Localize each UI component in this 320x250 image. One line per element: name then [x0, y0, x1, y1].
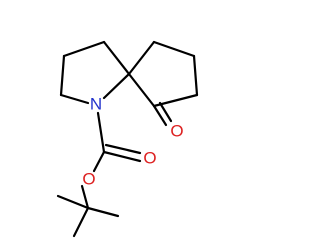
bond-n-carbamate-c	[96, 111, 106, 154]
bond-ring-a3-n	[59, 93, 90, 105]
carbamate-oxygen-atom-label: O	[143, 149, 156, 168]
ester-oxygen-atom-label: O	[82, 170, 95, 189]
bond-ring-a2-a3	[59, 54, 66, 97]
bond-ketone-double-2	[158, 101, 173, 123]
bond-ring-b2-b3	[192, 54, 199, 97]
bond-tbu-methyl-3	[72, 206, 90, 238]
bond-ring-a1-a2	[62, 40, 106, 58]
bond-carbonyl-c-spiro-c	[127, 72, 156, 108]
molecule-structure: N O O O	[56, 40, 199, 238]
bond-spiro-c-ring-a1	[102, 40, 131, 76]
bond-carbamate-double-2	[104, 143, 142, 155]
bond-ring-b1-b2	[152, 40, 196, 58]
bond-tbu-methyl-1	[56, 194, 90, 210]
bond-n-spiro-c	[102, 72, 131, 100]
ketone-oxygen-atom-label: O	[170, 122, 183, 141]
bond-ketone-double-1	[152, 104, 168, 127]
bond-spiro-c-ring-b1	[127, 40, 156, 76]
bond-tbu-methyl-2	[86, 206, 120, 218]
bond-ester-o-tbu-c	[80, 184, 90, 210]
nitrogen-atom-label: N	[90, 95, 102, 114]
bond-carbamate-double-1	[102, 150, 142, 163]
bond-carbamate-c-ester-o	[92, 150, 106, 173]
